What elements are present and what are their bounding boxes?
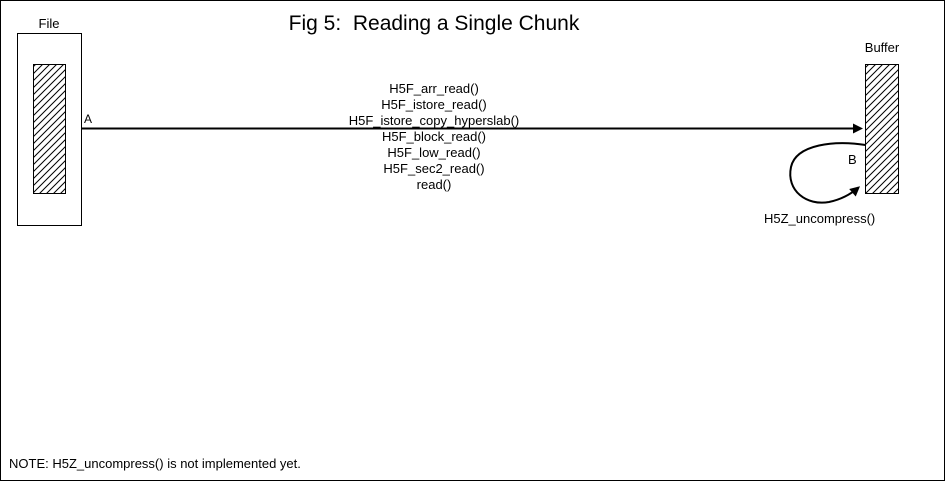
call-stack-row: H5F_low_read() xyxy=(387,145,481,160)
figure-title: Fig 5: Reading a Single Chunk xyxy=(288,12,580,35)
call-stack-row: H5F_istore_copy_hyperslab() xyxy=(348,113,520,128)
file-label: File xyxy=(38,16,60,31)
loop-point-label-b: B xyxy=(848,152,857,167)
call-stack-row: H5F_istore_read() xyxy=(381,97,487,112)
note-text: NOTE: H5Z_uncompress() is not implemente… xyxy=(9,456,301,471)
call-stack-row: H5F_sec2_read() xyxy=(383,161,485,176)
call-stack: H5F_arr_read() H5F_istore_read() H5F_ist… xyxy=(349,81,520,193)
call-stack-row: H5F_block_read() xyxy=(381,129,487,144)
call-stack-row: H5F_arr_read() xyxy=(389,81,479,96)
arrow-start-label-a: A xyxy=(84,112,93,126)
buffer-box-hatched xyxy=(865,64,899,194)
file-chunk-hatched xyxy=(33,64,66,194)
uncompress-loop-arrow xyxy=(789,142,866,204)
buffer-label: Buffer xyxy=(864,40,900,55)
uncompress-label: H5Z_uncompress() xyxy=(764,211,876,226)
call-stack-row: read() xyxy=(416,177,452,192)
